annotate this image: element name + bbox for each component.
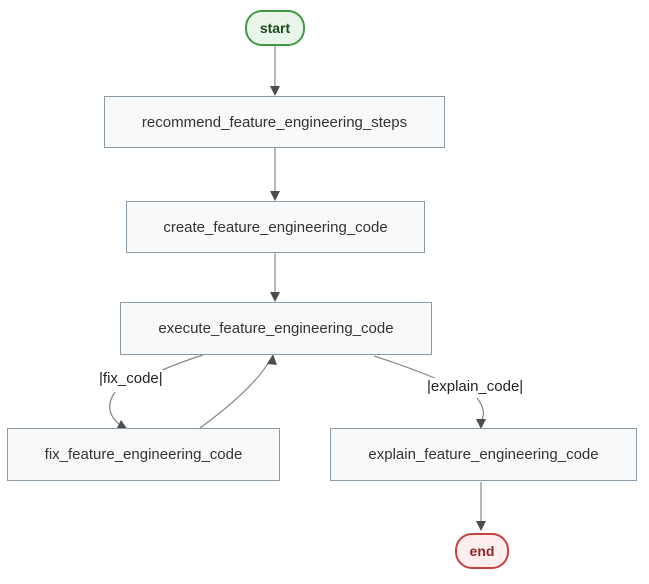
arrowhead-fix-execute bbox=[267, 354, 277, 365]
node-create-feature-engineering-code: create_feature_engineering_code bbox=[126, 201, 425, 253]
arrowhead-create-execute bbox=[270, 292, 280, 302]
edge-label-explain-code: |explain_code| bbox=[425, 378, 526, 395]
node-fix-feature-engineering-code: fix_feature_engineering_code bbox=[7, 428, 280, 481]
arrowhead-start-recommend bbox=[270, 86, 280, 96]
edge-execute-fix-a bbox=[159, 354, 204, 372]
edge-fix-execute bbox=[199, 359, 271, 429]
node-execute-feature-engineering-code: execute_feature_engineering_code bbox=[120, 302, 432, 355]
edge-execute-explain-b bbox=[476, 397, 484, 422]
node-end: end bbox=[455, 533, 509, 569]
arrowhead-explain-end bbox=[476, 521, 486, 531]
edge-execute-explain-a bbox=[373, 355, 438, 380]
node-explain-feature-engineering-code: explain_feature_engineering_code bbox=[330, 428, 637, 481]
node-recommend-feature-engineering-steps: recommend_feature_engineering_steps bbox=[104, 96, 445, 148]
edge-label-fix-code: |fix_code| bbox=[97, 370, 165, 387]
edge-execute-fix-b bbox=[109, 391, 121, 426]
node-start: start bbox=[245, 10, 305, 46]
arrowhead-recommend-create bbox=[270, 191, 280, 201]
